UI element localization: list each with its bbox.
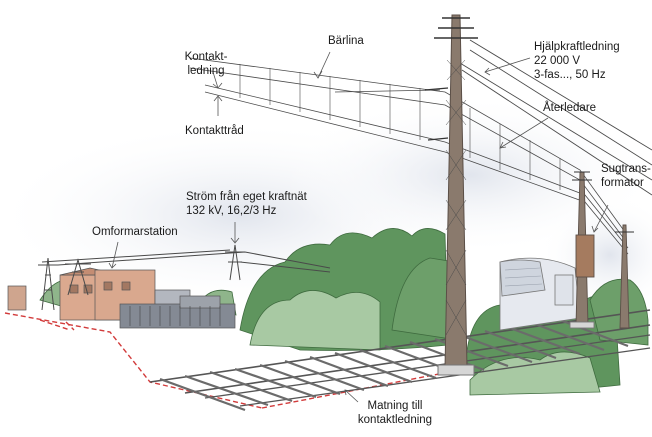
label-omformarstation: Omformarstation: [92, 226, 178, 238]
label-hjalpkraft-1: Hjälpkraftledning: [534, 41, 620, 53]
annotation-arrows: [108, 51, 609, 403]
label-kontaktledning-2: ledning: [187, 65, 225, 77]
label-kontakttrad: Kontakttråd: [185, 125, 244, 137]
label-hjalpkraft-3: 3-fas..., 50 Hz: [534, 69, 606, 81]
label-strom-2: 132 kV, 16,2/3 Hz: [186, 205, 277, 217]
label-hjalpkraft-2: 22 000 V: [534, 55, 581, 67]
railway-track: [149, 309, 651, 412]
label-aterledare: Återledare: [543, 102, 597, 114]
main-mast: [424, 14, 478, 376]
right-masts: [569, 171, 634, 329]
label-matning-2: kontaktledning: [357, 414, 433, 426]
label-kontaktledning-1: Kontakt-: [184, 51, 228, 63]
station-pylons: [38, 244, 331, 311]
label-matning-1: Matning till: [367, 400, 423, 412]
label-sugtrans-1: Sugtrans-: [601, 163, 651, 175]
converter-station: [7, 267, 236, 329]
label-sugtrans-2: formator: [601, 177, 644, 189]
label-strom-1: Ström från eget kraftnät: [186, 191, 307, 203]
train: [499, 257, 581, 331]
label-barlina: Bärlina: [328, 35, 364, 47]
catenary-wires: [189, 39, 652, 255]
